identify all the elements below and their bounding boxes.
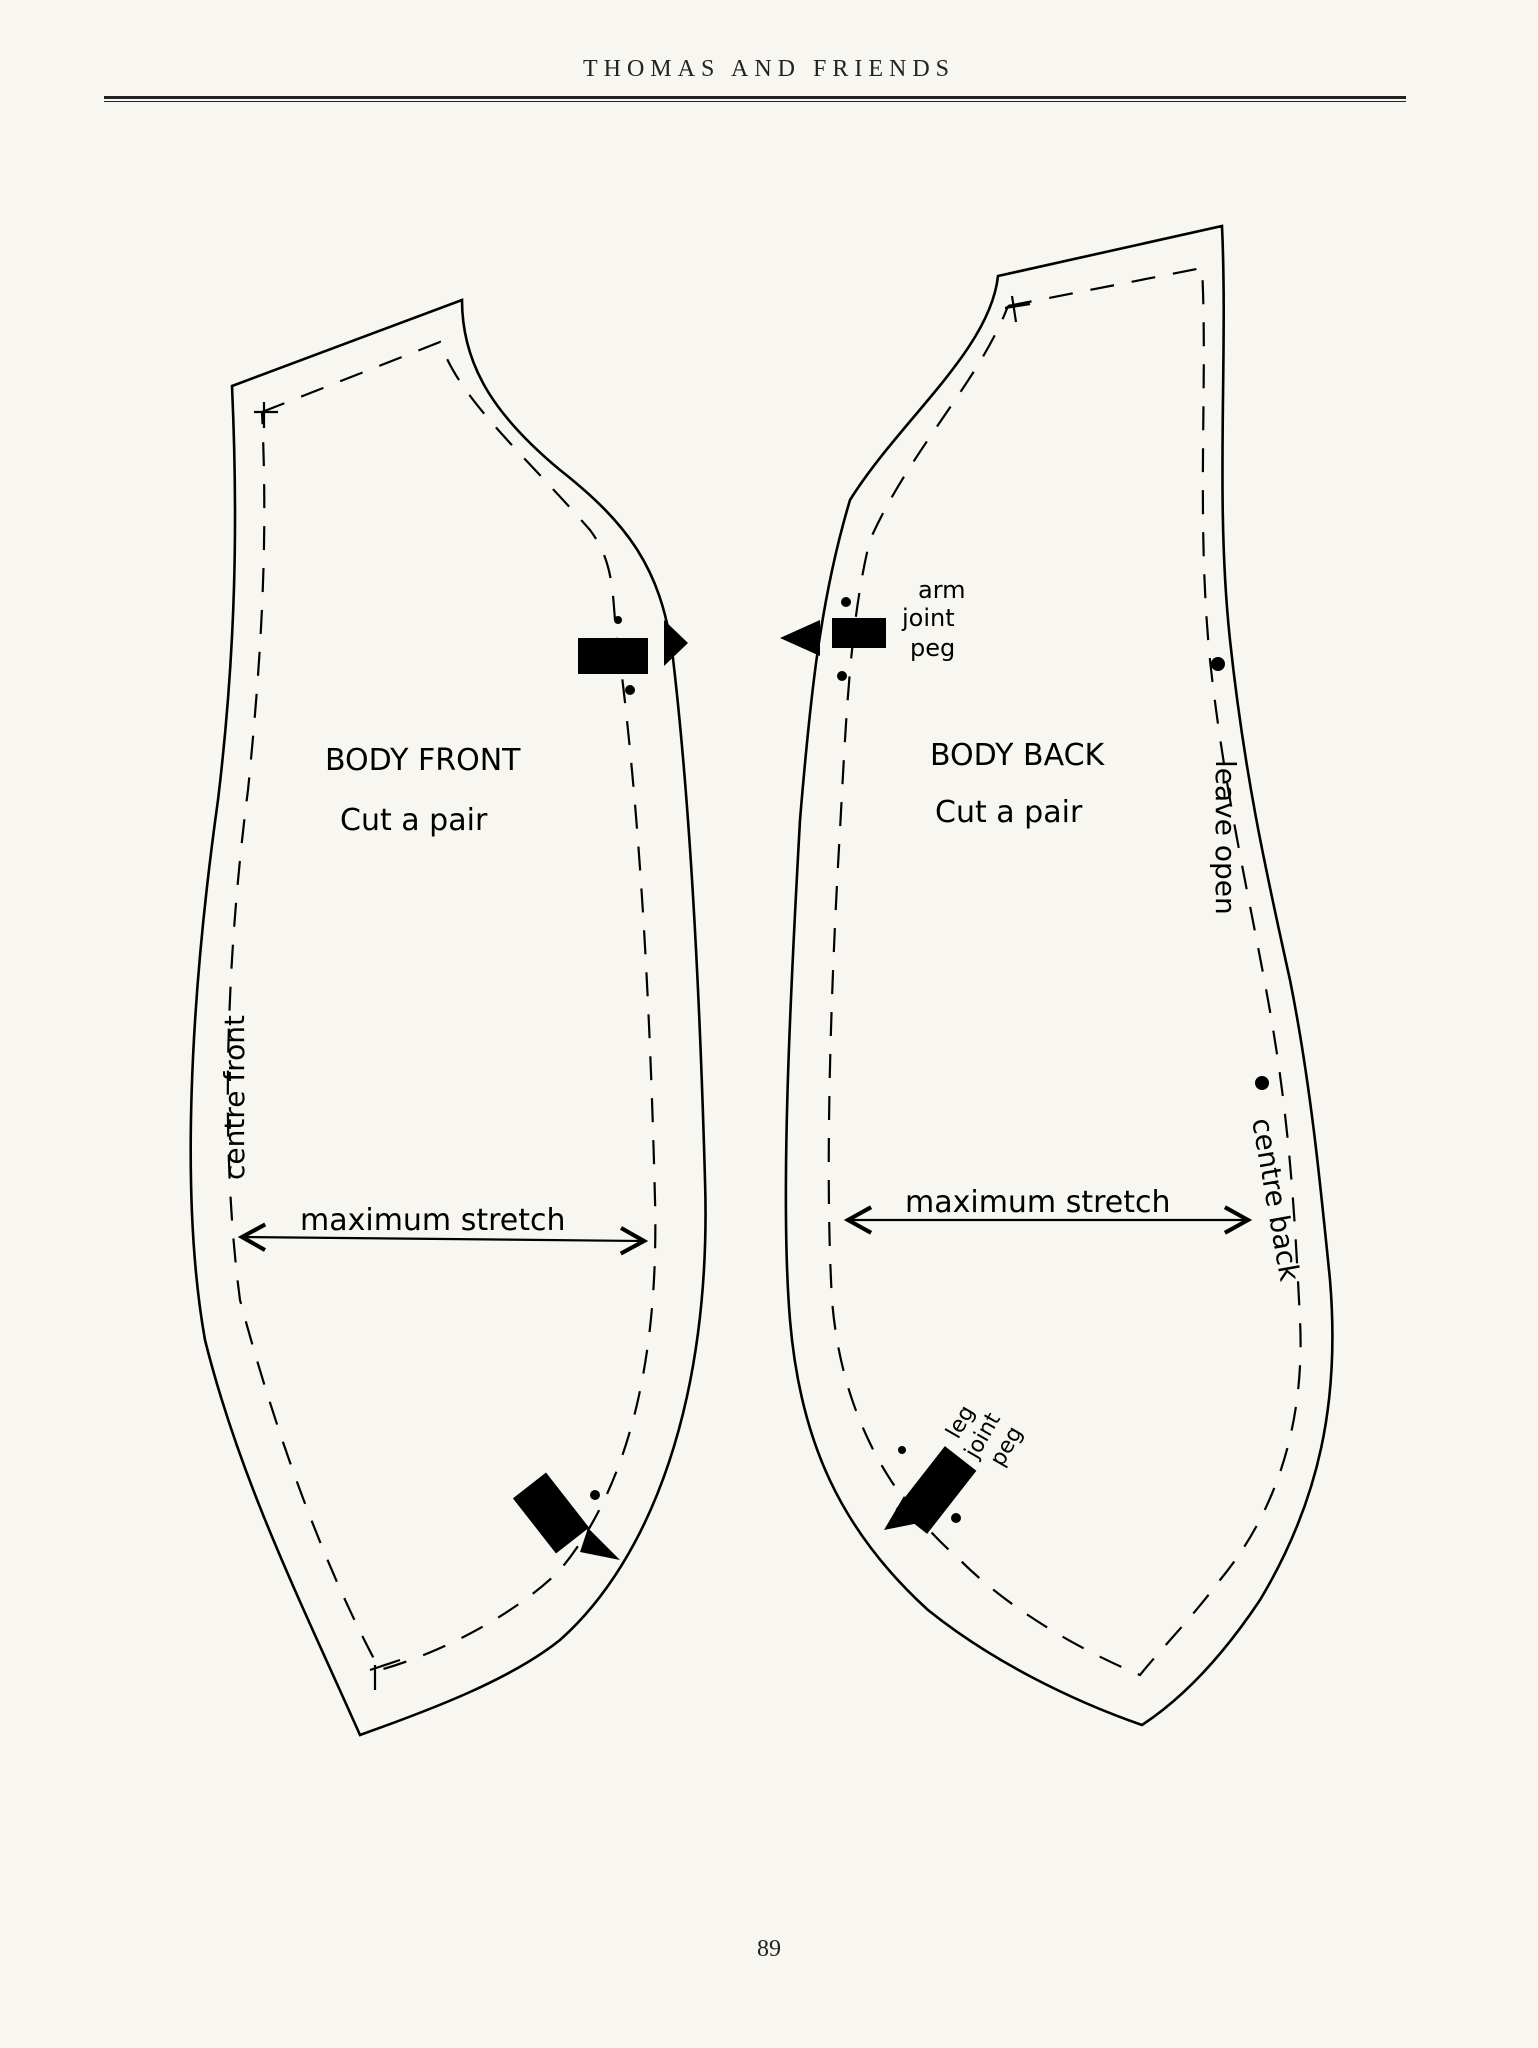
body-back-stretch-label: maximum stretch [905, 1185, 1171, 1220]
body-back-open-dot [1211, 657, 1225, 671]
body-back-corner-tick [1004, 295, 1031, 323]
running-head: THOMAS AND FRIENDS [582, 56, 956, 82]
body-back-side-label: centre back [1245, 1115, 1306, 1284]
body-front-leg-dot [590, 1490, 600, 1500]
body-back-leg-dot [951, 1513, 961, 1523]
body-front-leg-peg [512, 1472, 590, 1554]
body-front-corner-tick [254, 402, 278, 428]
header-rule [104, 96, 1406, 99]
body-front-title: BODY FRONT [325, 743, 521, 778]
arm-peg-label-line: peg [910, 634, 955, 662]
body-front-arm-dot [614, 616, 622, 624]
body-back-arm-notch [780, 620, 820, 656]
arm-peg-label-line: joint [901, 604, 955, 632]
body-back-arm-dot [837, 671, 847, 681]
body-back-arm-peg [832, 618, 886, 648]
page-number: 89 [757, 1936, 781, 1962]
body-front-piece: BODY FRONT Cut a pair maximum stretch ce… [189, 298, 707, 1737]
arm-peg-label-line: arm [918, 576, 966, 604]
body-back-leg-notch [884, 1496, 924, 1530]
body-front-cut-line [189, 298, 707, 1737]
body-back-arm-dot [841, 597, 851, 607]
body-back-instruction: Cut a pair [935, 795, 1083, 830]
body-back-open-dot [1255, 1076, 1269, 1090]
body-back-cut-line [784, 224, 1334, 1727]
body-back-leave-open-label: leave open [1209, 760, 1242, 915]
body-front-leg-notch [580, 1528, 620, 1560]
body-back-leg-dot [898, 1446, 906, 1454]
body-back-piece: BODY BACK Cut a pair maximum stretch lea… [780, 224, 1334, 1727]
body-front-stretch-arrow [237, 1222, 649, 1256]
body-front-leg-dot [547, 1535, 557, 1545]
body-front-arm-notch [664, 620, 688, 666]
header-rule-thin [104, 101, 1406, 102]
body-front-stretch-label: maximum stretch [300, 1203, 566, 1238]
body-back-title: BODY BACK [930, 738, 1106, 773]
body-back-seam-line [827, 266, 1302, 1677]
body-front-instruction: Cut a pair [340, 803, 488, 838]
body-front-arm-peg [578, 638, 648, 674]
body-front-side-label: centre front [218, 1015, 251, 1180]
body-front-bottom-tick [369, 1658, 401, 1690]
body-front-arm-dot [625, 685, 635, 695]
body-front-seam-line [226, 340, 657, 1672]
